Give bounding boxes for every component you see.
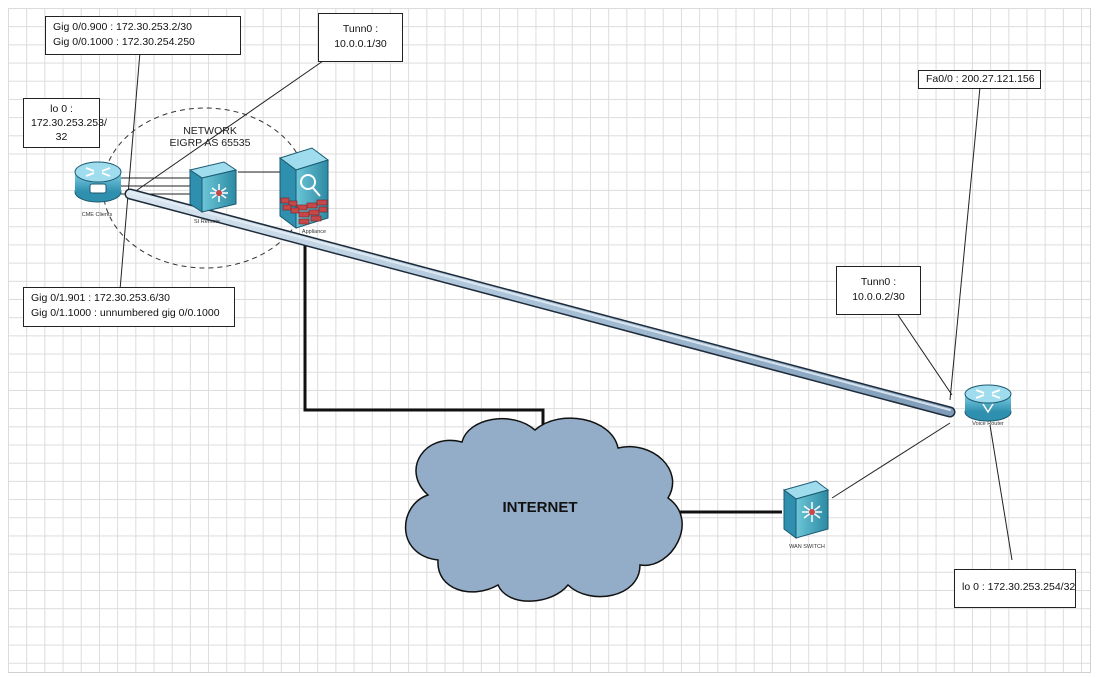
gig-top-label: Gig 0/0.900 : 172.30.253.2/30 Gig 0/0.10… bbox=[45, 16, 241, 55]
tunn-left-line-1: Tunn0 : bbox=[342, 23, 379, 35]
voice-router-icon bbox=[964, 384, 1012, 422]
gig-top-line-2: Gig 0/0.1000 : 172.30.254.250 bbox=[53, 36, 195, 48]
voice-router-caption: Voice Router bbox=[972, 421, 1004, 427]
wan-switch-icon bbox=[782, 480, 830, 539]
lo-right-line-1: lo 0 : 172.30.253.254/32 bbox=[962, 581, 1076, 593]
network-label-line-2: EIGRP AS 65535 bbox=[169, 137, 251, 149]
fa-right-label: Fa0/0 : 200.27.121.156 bbox=[918, 70, 1041, 89]
lo-left-label: lo 0 : 172.30.253.253/ 32 bbox=[23, 98, 107, 148]
network-label-line-1: NETWORK bbox=[183, 125, 237, 137]
wan-switch-caption: WAN SWITCH bbox=[789, 544, 825, 550]
network-label: NETWORK EIGRP AS 65535 bbox=[165, 125, 255, 149]
diagram-canvas bbox=[8, 8, 1091, 673]
gig-bottom-line-2: Gig 0/1.1000 : unnumbered gig 0/0.1000 bbox=[31, 307, 220, 319]
appliance-caption: Appliance bbox=[301, 229, 327, 235]
fa-right-line-1: Fa0/0 : 200.27.121.156 bbox=[926, 73, 1035, 85]
tunn-left-line-2: 10.0.0.1/30 bbox=[334, 38, 387, 50]
internet-cloud bbox=[404, 417, 683, 602]
l3switch-caption: SI Remote bbox=[194, 219, 220, 225]
cme-caption: CME Clients bbox=[81, 212, 113, 218]
gig-bottom-label: Gig 0/1.901 : 172.30.253.6/30 Gig 0/1.10… bbox=[23, 287, 235, 327]
gig-top-line-1: Gig 0/0.900 : 172.30.253.2/30 bbox=[53, 21, 192, 33]
lo-left-line-3: 32 bbox=[55, 131, 68, 143]
tunn-right-line-2: 10.0.0.2/30 bbox=[852, 291, 905, 303]
tunn-right-line-1: Tunn0 : bbox=[860, 276, 897, 288]
lo-right-label: lo 0 : 172.30.253.254/32 bbox=[954, 569, 1076, 608]
gig-bottom-line-1: Gig 0/1.901 : 172.30.253.6/30 bbox=[31, 292, 170, 304]
lo-left-line-2: 172.30.253.253/ bbox=[31, 117, 107, 129]
firewall-appliance-icon bbox=[278, 147, 330, 229]
tunn-left-label: Tunn0 : 10.0.0.1/30 bbox=[318, 13, 403, 62]
lo-left-line-1: lo 0 : bbox=[50, 103, 73, 115]
leader-lines bbox=[119, 51, 1013, 561]
internet-label: INTERNET bbox=[502, 499, 578, 516]
cme-router-icon bbox=[74, 161, 122, 203]
gre-tunnel bbox=[124, 188, 956, 418]
l3-switch-icon bbox=[188, 161, 238, 213]
tunn-right-label: Tunn0 : 10.0.0.2/30 bbox=[836, 266, 921, 315]
